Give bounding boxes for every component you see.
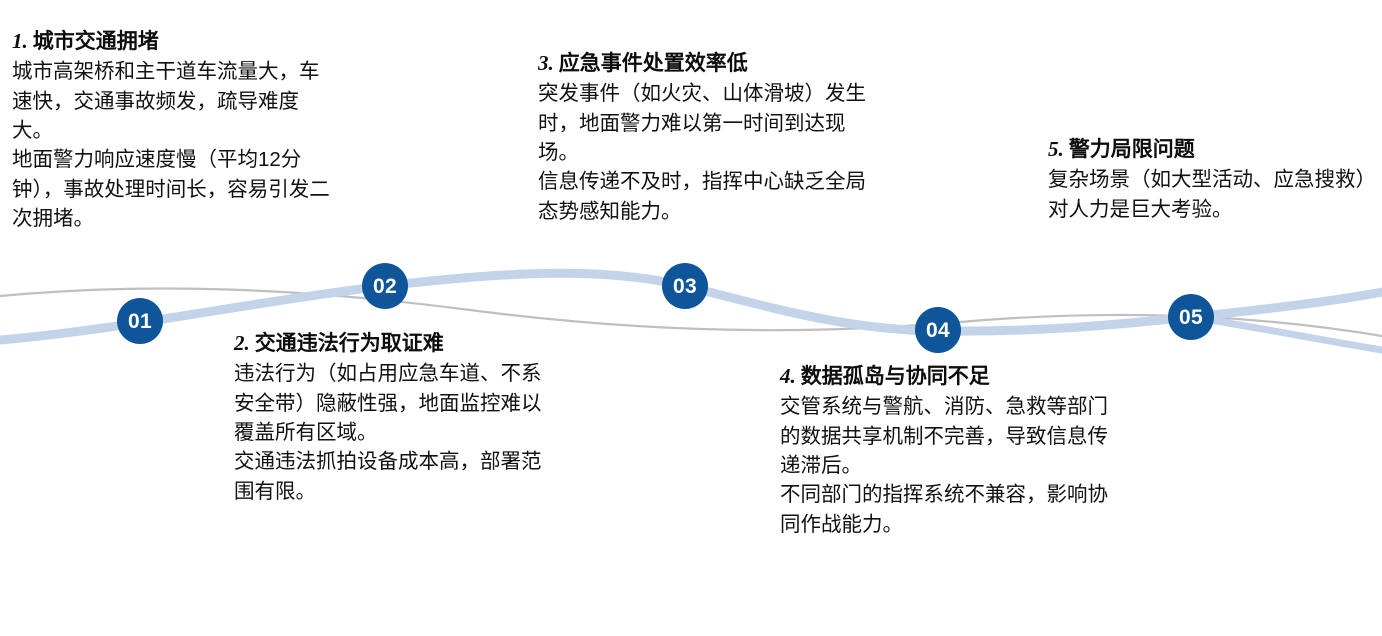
blue-wave-ribbon-tail: [1187, 313, 1382, 354]
pain-point-heading-2: 2.交通违法行为取证难: [234, 330, 554, 357]
pain-point-paragraph: 交通违法抓拍设备成本高，部署范围有限。: [234, 450, 542, 503]
pain-point-heading-4: 4.数据孤岛与协同不足: [780, 363, 1110, 390]
pain-point-paragraph: 交管系统与警航、消防、急救等部门的数据共享机制不完善，导致信息传递滞后。: [780, 395, 1108, 478]
pain-point-number-4: 4.: [780, 364, 796, 388]
pain-point-paragraph: 违法行为（如占用应急车道、不系安全带）隐蔽性强，地面监控难以覆盖所有区域。: [234, 362, 542, 445]
pain-point-block-2: 2.交通违法行为取证难 违法行为（如占用应急车道、不系安全带）隐蔽性强，地面监控…: [234, 330, 554, 506]
timeline-marker-01-label: 01: [128, 309, 152, 333]
timeline-marker-04[interactable]: 04: [915, 307, 961, 353]
pain-point-number-1: 1.: [12, 29, 28, 53]
pain-point-paragraph: 城市高架桥和主干道车流量大，车速快，交通事故频发，疏导难度大。: [12, 60, 320, 143]
pain-point-number-3: 3.: [538, 51, 554, 75]
pain-point-title-2: 交通违法行为取证难: [254, 332, 444, 355]
pain-point-block-4: 4.数据孤岛与协同不足 交管系统与警航、消防、急救等部门的数据共享机制不完善，导…: [780, 363, 1110, 539]
pain-point-number-2: 2.: [234, 331, 250, 355]
pain-point-title-4: 数据孤岛与协同不足: [800, 365, 990, 388]
pain-point-heading-5: 5.警力局限问题: [1048, 136, 1378, 163]
pain-point-paragraph: 复杂场景（如大型活动、应急搜救）对人力是巨大考验。: [1048, 168, 1376, 221]
timeline-marker-03[interactable]: 03: [662, 263, 708, 309]
timeline-marker-05-label: 05: [1179, 305, 1203, 329]
pain-point-body-3: 突发事件（如火灾、山体滑坡）发生时，地面警力难以第一时间到达现场。 信息传递不及…: [538, 79, 878, 226]
pain-point-heading-1: 1.城市交通拥堵: [12, 28, 332, 55]
pain-point-paragraph: 地面警力响应速度慢（平均12分钟），事故处理时间长，容易引发二次拥堵。: [12, 148, 330, 231]
pain-point-title-3: 应急事件处置效率低: [558, 52, 748, 75]
timeline-marker-01[interactable]: 01: [117, 298, 163, 344]
pain-point-heading-3: 3.应急事件处置效率低: [538, 50, 878, 77]
timeline-marker-02-label: 02: [373, 274, 397, 298]
pain-point-block-1: 1.城市交通拥堵 城市高架桥和主干道车流量大，车速快，交通事故频发，疏导难度大。…: [12, 28, 332, 233]
pain-point-paragraph: 不同部门的指挥系统不兼容，影响协同作战能力。: [780, 483, 1108, 536]
pain-point-title-5: 警力局限问题: [1068, 138, 1195, 161]
pain-point-body-5: 复杂场景（如大型活动、应急搜救）对人力是巨大考验。: [1048, 165, 1378, 224]
pain-point-title-1: 城市交通拥堵: [32, 30, 159, 53]
pain-point-body-4: 交管系统与警航、消防、急救等部门的数据共享机制不完善，导致信息传递滞后。 不同部…: [780, 392, 1110, 539]
pain-point-paragraph: 信息传递不及时，指挥中心缺乏全局态势感知能力。: [538, 170, 866, 223]
timeline-marker-03-label: 03: [673, 274, 697, 298]
pain-point-paragraph: 突发事件（如火灾、山体滑坡）发生时，地面警力难以第一时间到达现场。: [538, 82, 866, 165]
pain-point-number-5: 5.: [1048, 137, 1064, 161]
pain-point-block-5: 5.警力局限问题 复杂场景（如大型活动、应急搜救）对人力是巨大考验。: [1048, 136, 1378, 224]
pain-point-block-3: 3.应急事件处置效率低 突发事件（如火灾、山体滑坡）发生时，地面警力难以第一时间…: [538, 50, 878, 226]
pain-point-body-2: 违法行为（如占用应急车道、不系安全带）隐蔽性强，地面监控难以覆盖所有区域。 交通…: [234, 359, 554, 506]
timeline-marker-02[interactable]: 02: [362, 263, 408, 309]
timeline-marker-05[interactable]: 05: [1168, 294, 1214, 340]
timeline-marker-04-label: 04: [926, 318, 950, 342]
pain-point-body-1: 城市高架桥和主干道车流量大，车速快，交通事故频发，疏导难度大。 地面警力响应速度…: [12, 57, 332, 233]
